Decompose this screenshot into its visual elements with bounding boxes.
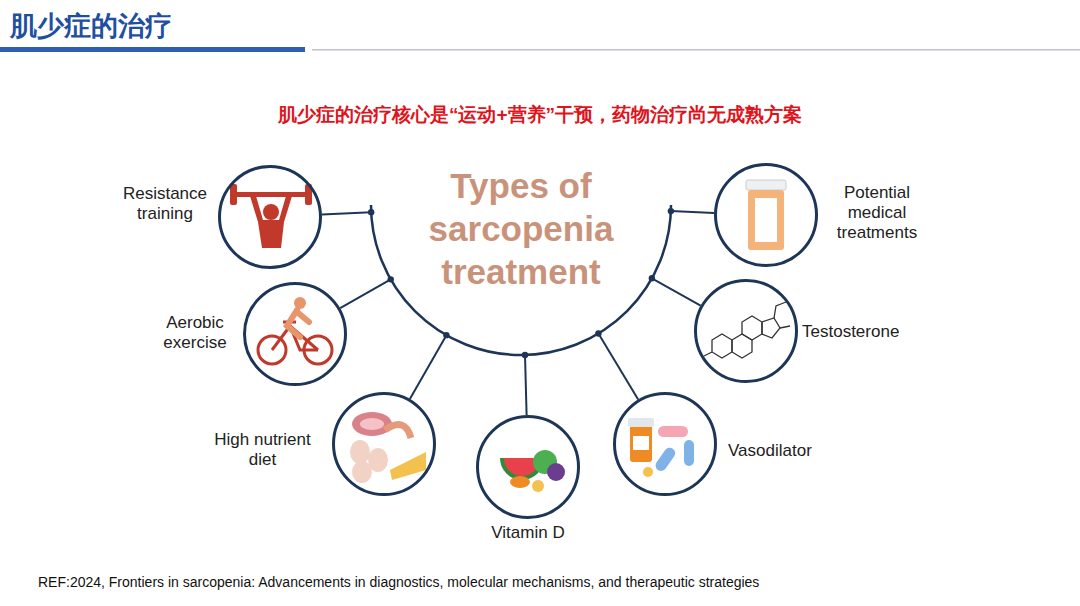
spoke-line xyxy=(671,211,714,213)
spoke-connector xyxy=(340,276,394,308)
spoke-connector xyxy=(522,352,528,415)
treatment-label: Vasodilator xyxy=(728,441,838,461)
treatment-label: Aerobic exercise xyxy=(140,313,250,353)
steroid-structure-icon xyxy=(704,302,790,358)
subtitle: 肌少症的治疗核心是“运动+营养”干预，药物治疗尚无成熟方案 xyxy=(0,102,1080,128)
title-rule xyxy=(312,49,1080,51)
treatment-circle: High nutrient diet xyxy=(332,392,436,496)
spoke-connector xyxy=(668,208,714,214)
treatment-label: Testosterone xyxy=(802,322,922,342)
slide-title: 肌少症的治疗 xyxy=(10,9,172,43)
treatment-circle: Potential medical treatments xyxy=(714,163,818,267)
food-icon xyxy=(350,412,426,483)
spoke-connector xyxy=(410,332,450,399)
treatment-circle: Resistance training xyxy=(218,165,322,269)
treatment-label: High nutrient diet xyxy=(200,430,325,470)
spoke-connector xyxy=(322,209,374,215)
treatment-label: Resistance training xyxy=(95,184,235,224)
treatment-label: Vitamin D xyxy=(468,523,588,543)
cyclist-icon xyxy=(258,297,332,364)
hub-heading: Types of sarcopenia treatment xyxy=(401,164,641,293)
reference-note: REF:2024, Frontiers in sarcopenia: Advan… xyxy=(38,573,759,591)
spoke-line xyxy=(410,335,447,399)
pill-bottle-icon xyxy=(746,180,786,250)
spoke-line xyxy=(652,278,701,305)
title-bar xyxy=(0,47,305,52)
spoke-line xyxy=(598,333,638,399)
treatment-circle: Testosterone xyxy=(694,279,798,383)
hub-arc: Types of sarcopenia treatment xyxy=(371,160,671,357)
weightlifter-icon xyxy=(230,184,312,248)
spoke-connector xyxy=(595,330,638,399)
treatment-circle: Aerobic exercise xyxy=(243,282,347,386)
spoke-line xyxy=(340,279,391,308)
spoke-line xyxy=(322,212,371,214)
treatment-circle: Vitamin D xyxy=(476,415,580,519)
spoke-line xyxy=(525,355,527,415)
fruit-vegetable-icon xyxy=(500,450,565,492)
spoke-connector xyxy=(649,275,701,306)
treatment-label: Potential medical treatments xyxy=(822,183,932,243)
pills-icon xyxy=(628,418,694,477)
treatment-circle: Vasodilator xyxy=(613,392,717,496)
